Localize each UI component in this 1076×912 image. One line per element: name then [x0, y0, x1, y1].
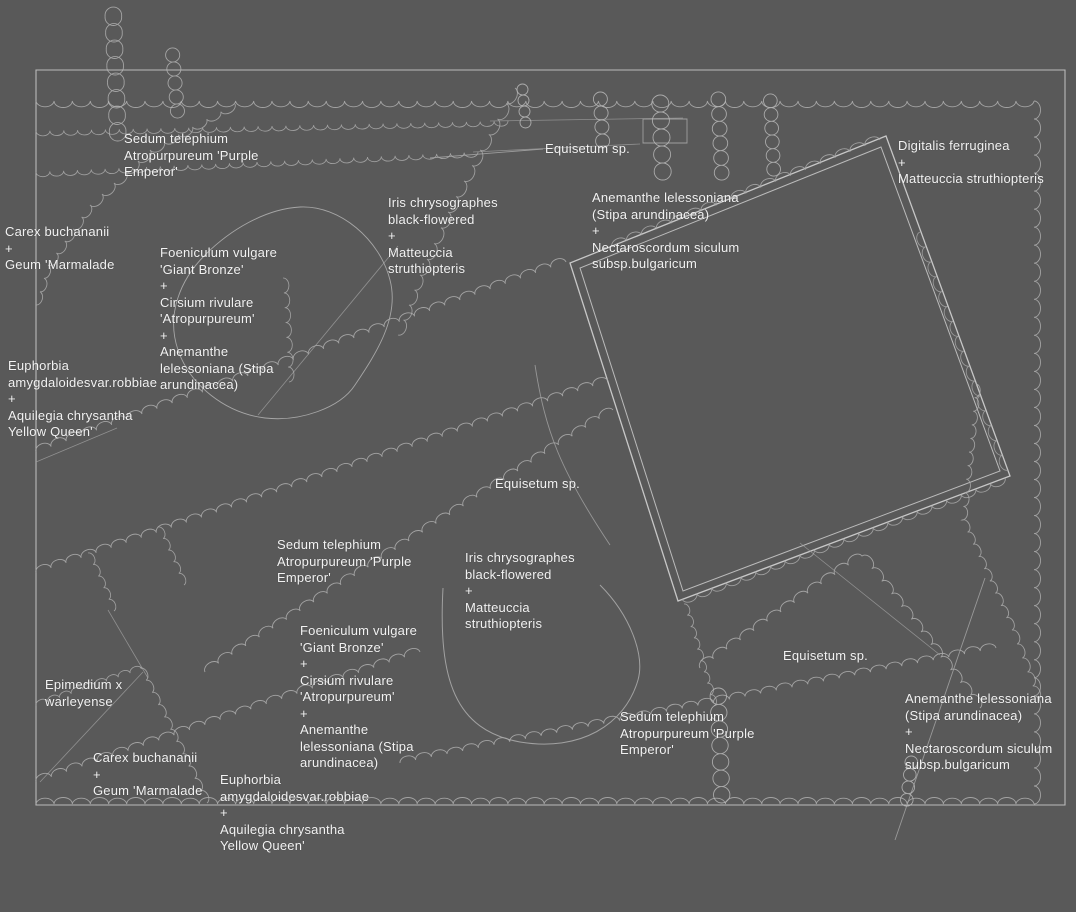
plant-stem-chain [516, 83, 532, 129]
stem-line [894, 577, 986, 841]
plant-label-sedum-bottom: Sedum telephium Atropurpureum 'Purple Em… [620, 709, 755, 757]
plant-stem-chain [709, 687, 731, 804]
plant-label-sedum-mid: Sedum telephium Atropurpureum 'Purple Em… [277, 537, 412, 585]
plant-label-euphorbia-top: Euphorbia amygdaloidesvar.robbiae + Aqui… [8, 358, 158, 439]
bed-edge-top [35, 100, 1035, 108]
plan-line [257, 245, 399, 416]
plant-label-sedum-top: Sedum telephium Atropurpureum 'Purple Em… [124, 131, 259, 179]
terrace-edge-planting [681, 477, 1006, 603]
plant-label-carex-top: Carex buchananii + Geum 'Marmalade [5, 224, 115, 272]
bed-diagonal [35, 258, 567, 453]
site-boundary [35, 69, 1066, 806]
plant-stem-chain [651, 94, 672, 181]
plant-label-foeniculum-top: Foeniculum vulgare 'Giant Bronze' + Cirs… [160, 245, 278, 392]
plant-label-anemanthe-bottom: Anemanthe lelessoniana (Stipa arundinace… [905, 691, 1053, 772]
bed-edge [35, 665, 143, 707]
plan-line [39, 671, 144, 783]
bed-diagonal [35, 648, 421, 783]
plant-label-euphorbia-bottom: Euphorbia amygdaloidesvar.robbiae + Aqui… [220, 772, 370, 853]
bed-edge [35, 120, 509, 137]
bed-connector [683, 603, 717, 707]
plant-stem-chain [763, 93, 781, 177]
bed-curve-right [397, 87, 518, 336]
terrace-edge-planting [916, 231, 1009, 471]
bed-diagonal [399, 643, 997, 764]
bed-connector [157, 526, 187, 586]
plant-label-anemanthe-top: Anemanthe lelessoniana (Stipa arundinace… [592, 190, 740, 271]
plant-label-equisetum-top: Equisetum sp. [545, 141, 630, 156]
bed-connector [87, 552, 117, 612]
plant-label-iris-mid: Iris chrysographes black-flowered + Matt… [465, 550, 575, 631]
plant-label-epimedium: Epimedium x warleyense [45, 677, 123, 709]
plant-label-equisetum-mid: Equisetum sp. [495, 476, 580, 491]
plant-stem-chain [165, 47, 185, 119]
plan-line [35, 427, 118, 463]
bed-edge [139, 667, 210, 804]
plant-label-iris-top: Iris chrysographes black-flowered + Matt… [388, 195, 498, 276]
plant-stem-chain [592, 91, 611, 149]
bed-diagonal [35, 377, 609, 574]
bed-curve [441, 584, 641, 745]
plan-line [489, 117, 684, 122]
plant-stem-chain [900, 755, 919, 807]
plan-line [799, 542, 941, 656]
plant-label-equisetum-bottom: Equisetum sp. [783, 648, 868, 663]
bed-blob [173, 206, 393, 420]
bed-edge [35, 151, 479, 178]
terrace-outline-inner [579, 146, 1001, 592]
stem-curve [534, 364, 611, 546]
plant-label-digitalis: Digitalis ferruginea + Matteuccia struth… [898, 138, 1044, 186]
plan-line [472, 143, 641, 153]
terrace-outline-outer [569, 135, 1011, 602]
plant-label-carex-bottom: Carex buchananii + Geum 'Marmalade [93, 750, 203, 798]
bed-curve-left [35, 103, 236, 306]
terrace-edge-planting [611, 136, 881, 248]
plant-stem-chain [710, 91, 730, 181]
bed-peak [698, 553, 983, 709]
plant-stem-chain [104, 6, 127, 142]
label-leader-line [429, 148, 544, 159]
bed-edge [282, 277, 295, 383]
bed-edge-bottom [35, 797, 1035, 805]
bed-snake [960, 383, 1042, 701]
bed-edge-right [1033, 100, 1041, 805]
plan-line [107, 609, 149, 679]
planter-box [642, 118, 688, 144]
plant-label-foeniculum-mid: Foeniculum vulgare 'Giant Bronze' + Cirs… [300, 623, 418, 770]
bed-diagonal [204, 407, 614, 673]
